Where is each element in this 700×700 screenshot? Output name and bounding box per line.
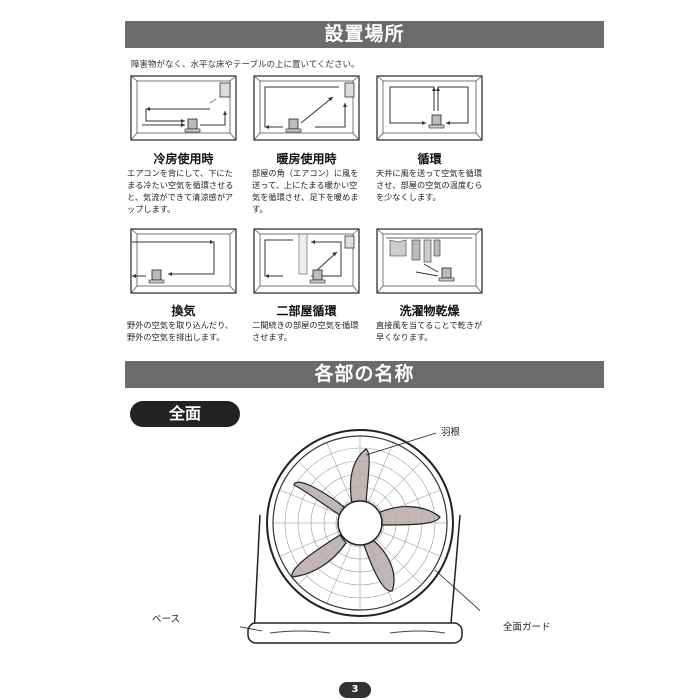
panel-desc-heating: 部屋の角（エアコン）に風を送って、上にたまる暖かい空気を循環させ、足下を暖めます… <box>252 168 359 214</box>
fan-diagram <box>240 429 480 644</box>
label-front-guard: 全面ガード <box>503 622 551 633</box>
illustration-circulation <box>376 75 483 141</box>
illustration-heating <box>253 75 360 141</box>
panel-desc-cooling: エアコンを背にして、下にたまる冷たい空気を循環させると、気流ができて清涼感がアッ… <box>127 168 234 214</box>
panel-desc-two-room: 二間続きの部屋の空気を循環させます。 <box>252 320 359 342</box>
panel-title-heating: 暖房使用時 <box>276 152 337 166</box>
panel-desc-ventilation: 野外の空気を取り込んだり、野外の空気を排出します。 <box>127 320 234 342</box>
panel-title-two-room: 二部屋循環 <box>276 304 337 318</box>
illustration-cooling <box>130 75 237 141</box>
section-title-installation: 設置場所 <box>125 21 604 48</box>
label-base: ベース <box>152 614 181 625</box>
panel-title-circulation: 循環 <box>417 152 442 166</box>
front-view-label: 全面 <box>130 401 240 427</box>
label-blade: 羽根 <box>441 427 461 438</box>
page-number: 3 <box>339 682 371 698</box>
panel-title-ventilation: 換気 <box>171 304 196 318</box>
installation-intro: 障害物がなく、水平な床やテーブルの上に置いてください。 <box>131 60 360 70</box>
illustration-ventilation <box>130 228 237 294</box>
section-title-parts: 各部の名称 <box>125 361 604 388</box>
panel-title-laundry: 洗濯物乾燥 <box>399 304 460 318</box>
panel-title-cooling: 冷房使用時 <box>153 152 214 166</box>
illustration-laundry <box>376 228 483 294</box>
illustration-two-room <box>253 228 360 294</box>
panel-desc-circulation: 天井に風を送って空気を循環させ、部屋の空気の温度むらを少なくします。 <box>376 168 483 202</box>
panel-desc-laundry: 直接風を当てることで乾きが早くなります。 <box>376 320 483 342</box>
